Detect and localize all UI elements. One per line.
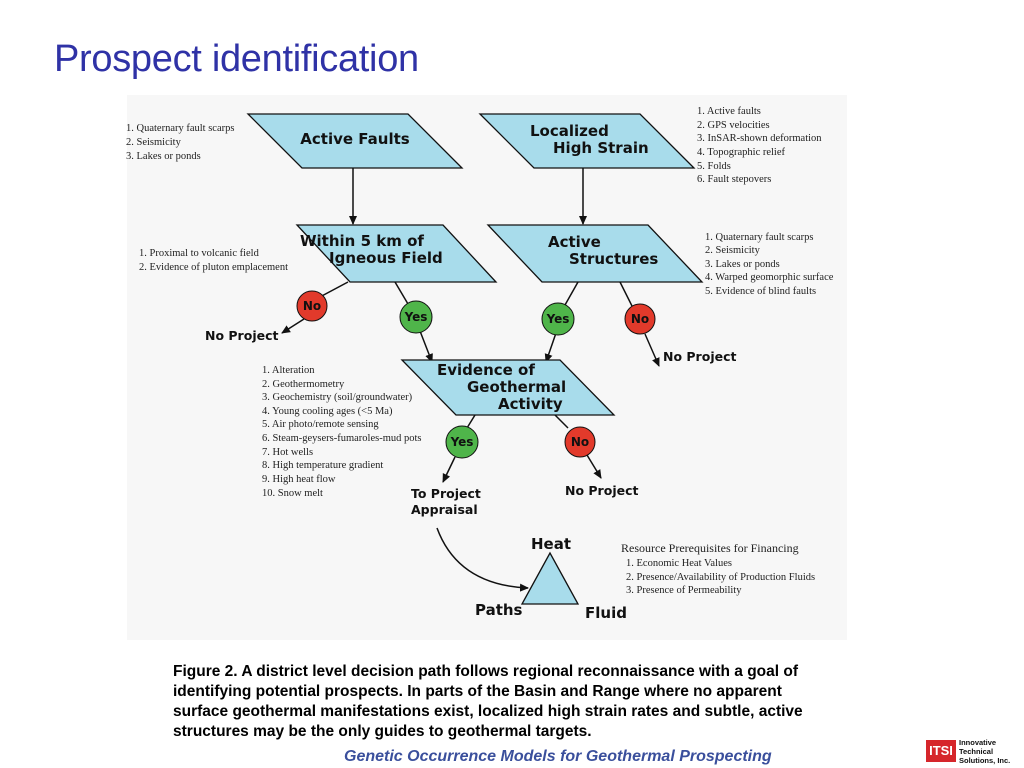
svg-text:No: No (303, 299, 321, 313)
arrow-appraisal-to-triangle (436, 527, 529, 592)
box-localized-high-strain: Localized High Strain (478, 113, 696, 169)
box-evidence-line-3: Activity (498, 395, 563, 413)
no-project-label-3: No Project (565, 483, 638, 498)
company-logo: ITSI Innovative Technical Solutions, Inc… (926, 738, 1018, 766)
list-active-faults-criteria: 1. Quaternary fault scarps 2. Seismicity… (126, 123, 237, 162)
requirements-list: 1. Economic Heat Values 2. Presence/Avai… (626, 558, 818, 596)
svg-text:Active Faults: Active Faults (300, 130, 409, 148)
svg-text:Evidence of Geothermal: Evidence of Geothermal Activity (437, 361, 571, 413)
badge-yes-structures: Yes (541, 302, 575, 336)
svg-text:No: No (571, 435, 589, 449)
badge-yes-igneous: Yes (399, 300, 433, 334)
no-project-label-2: No Project (663, 349, 736, 364)
triangle-fluid-label: Fluid (585, 604, 627, 622)
triangle-paths-label: Paths (475, 601, 523, 619)
svg-text:Localized High Strain: Localized High Strain (530, 122, 649, 157)
svg-text:Active Structures: Active Structures (548, 233, 658, 268)
line-evidence-to-no (554, 414, 569, 429)
no-project-label-1: No Project (205, 328, 278, 343)
slide-title: Prospect identification (54, 38, 419, 80)
connectors (281, 168, 660, 592)
box-strain-line-2: High Strain (553, 139, 649, 157)
badge-no-igneous: No (296, 290, 328, 322)
svg-text:No: No (631, 312, 649, 326)
line-structures-to-yes (564, 281, 579, 306)
box-structures-line-1: Active (548, 233, 601, 251)
box-active-faults-line-1: Active Faults (300, 130, 409, 148)
box-evidence-geothermal: Evidence of Geothermal Activity (400, 359, 616, 416)
triangle-heat-label: Heat (531, 535, 571, 553)
list-igneous-criteria: 1. Proximal to volcanic field 2. Evidenc… (139, 248, 288, 273)
box-within-5km-igneous: Within 5 km of Igneous Field (295, 224, 498, 283)
heat-paths-fluid-triangle: Heat Paths Fluid (475, 535, 627, 622)
arrow-yes-to-evidence-2 (544, 332, 557, 363)
box-igneous-line-2: Igneous Field (329, 249, 443, 267)
box-evidence-line-2: Geothermal (467, 378, 566, 396)
requirements-heading: Resource Prerequisites for Financing (621, 541, 799, 555)
arrow-no-to-noproject-1 (281, 318, 305, 334)
badge-no-structures: No (624, 303, 656, 335)
arrow-yes-to-appraisal (442, 456, 456, 483)
list-high-strain-criteria: 1. Active faults 2. GPS velocities 3. In… (697, 106, 824, 185)
list-evidence-criteria: 1. Alteration 2. Geothermometry 3. Geoch… (262, 365, 424, 499)
figure-caption: Figure 2. A district level decision path… (173, 663, 803, 740)
svg-text:Within 5 km of Igneous F: Within 5 km of Igneous Field (300, 232, 443, 267)
to-project-appraisal-label: To Project Appraisal (411, 486, 485, 517)
badge-no-evidence: No (564, 426, 596, 458)
footer-title: Genetic Occurrence Models for Geothermal… (340, 748, 776, 766)
list-structures-criteria: 1. Quaternary fault scarps 2. Seismicity… (705, 232, 836, 297)
logo-mark: ITSI (926, 740, 956, 762)
badge-yes-evidence: Yes (445, 425, 479, 459)
box-active-faults: Active Faults (246, 113, 464, 169)
box-strain-line-1: Localized (530, 122, 609, 140)
arrow-no-to-noproject-3 (586, 454, 602, 479)
line-structures-to-no (619, 281, 633, 307)
svg-text:Yes: Yes (404, 310, 428, 324)
line-evidence-to-yes (466, 414, 476, 429)
svg-text:Yes: Yes (450, 435, 474, 449)
arrow-no-to-noproject-2 (644, 333, 660, 367)
svg-text:Yes: Yes (546, 312, 570, 326)
box-igneous-line-1: Within 5 km of (300, 232, 424, 250)
box-active-structures: Active Structures (486, 224, 704, 283)
logo-text: Innovative Technical Solutions, Inc. (959, 738, 1011, 765)
arrow-yes-to-evidence (419, 330, 433, 363)
box-structures-line-2: Structures (569, 250, 658, 268)
line-igneous-to-yes (394, 281, 409, 305)
box-evidence-line-1: Evidence of (437, 361, 535, 379)
